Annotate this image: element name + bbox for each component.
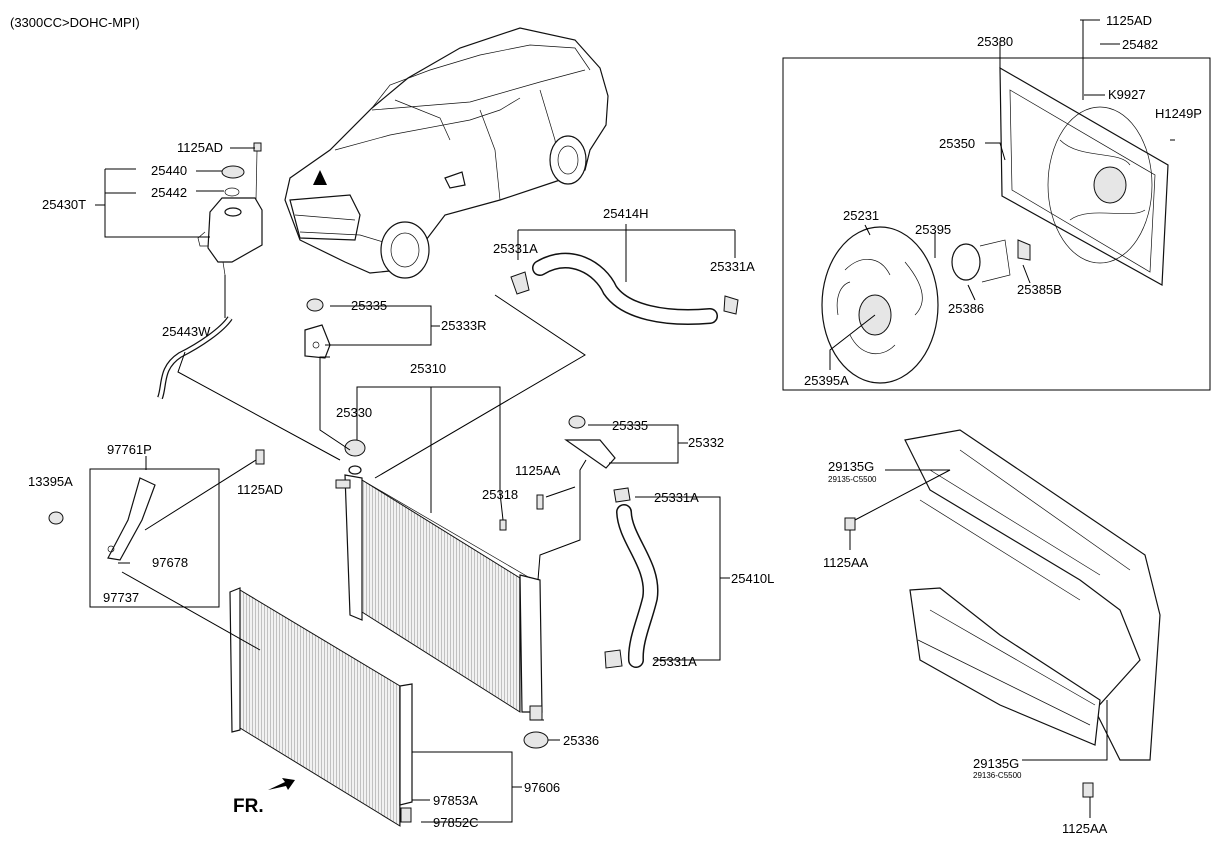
- part-label: 25331A: [652, 654, 697, 669]
- part-label: 25395: [915, 222, 951, 237]
- part-label: 25410L: [731, 571, 774, 586]
- part-label: 97761P: [107, 442, 152, 457]
- part-label: 1125AD: [237, 482, 283, 497]
- part-label: 29135G: [973, 756, 1019, 771]
- condenser: [229, 587, 413, 827]
- part-label: 25331A: [493, 241, 538, 256]
- part-label: 25414H: [603, 206, 649, 221]
- hose-clamp: [613, 487, 631, 503]
- part-label: 25386: [948, 301, 984, 316]
- part-label: 29135G: [828, 459, 874, 474]
- front-label: FR.: [233, 796, 264, 817]
- part-label: 25350: [939, 136, 975, 151]
- condenser-hose-bracket: [48, 449, 265, 561]
- part-label: 1125AD: [177, 140, 223, 155]
- hose-bracket-frame: [89, 468, 220, 608]
- part-sublabel: 29135-C5500: [828, 475, 877, 484]
- drain-plug-25336: [523, 731, 549, 749]
- part-label: 1125AA: [823, 555, 869, 570]
- bracket-25332: [499, 415, 616, 531]
- lower-radiator-hose: [604, 487, 659, 669]
- part-label: 13395A: [28, 474, 73, 489]
- part-label: 97853A: [433, 793, 478, 808]
- part-label: 25333R: [441, 318, 487, 333]
- part-label: 25482: [1122, 37, 1158, 52]
- fan-shroud-assembly: [999, 66, 1169, 286]
- part-label: 25332: [688, 435, 724, 450]
- part-label: 25331A: [710, 259, 755, 274]
- part-label: 25336: [563, 733, 599, 748]
- part-label: 25335: [351, 298, 387, 313]
- leader-lines: [95, 19, 1175, 823]
- hose-clamp: [604, 649, 623, 669]
- radiator-cap-25330: [344, 439, 366, 457]
- upper-radiator-hose: [510, 252, 739, 325]
- part-label: 25335: [612, 418, 648, 433]
- part-label: 25395A: [804, 373, 849, 388]
- part-label: 25380: [977, 34, 1013, 49]
- part-label: 25318: [482, 487, 518, 502]
- part-label: 25430T: [42, 197, 86, 212]
- part-label: 97606: [524, 780, 560, 795]
- part-label: 25331A: [654, 490, 699, 505]
- hose-clamp: [723, 295, 739, 315]
- part-label: 97678: [152, 555, 188, 570]
- part-labels: 1125AD 25440 25442 25430T 25443W 25335 2…: [28, 13, 1202, 836]
- part-label: 25440: [151, 163, 187, 178]
- vehicle-illustration: [284, 27, 609, 279]
- front-end-module-carrier: [844, 429, 1161, 798]
- condenser-drier-plug-97852C: [400, 807, 412, 823]
- part-label: K9927: [1108, 87, 1146, 102]
- front-direction-indicator: FR.: [233, 778, 295, 817]
- part-label: 1125AA: [515, 463, 561, 478]
- radiator: [335, 439, 549, 749]
- part-label: 1125AA: [1062, 821, 1108, 836]
- cooling-fan: [821, 226, 939, 384]
- reservoir-hose-25443W: [157, 316, 233, 400]
- part-label: 25443W: [162, 324, 211, 339]
- part-label: 25310: [410, 361, 446, 376]
- fan-assembly-frame: [782, 57, 1211, 391]
- hose-clamp: [510, 271, 530, 295]
- coolant-reservoir: [197, 142, 263, 276]
- reservoir-oring-25442: [224, 187, 240, 197]
- part-label: 25330: [336, 405, 372, 420]
- part-label: 97737: [103, 590, 139, 605]
- part-label: H1249P: [1155, 106, 1202, 121]
- part-label: 97852C: [433, 815, 479, 830]
- bracket-25333R: [304, 298, 331, 359]
- engine-variant-label: (3300CC>DOHC-MPI): [10, 15, 140, 30]
- part-sublabel: 29136-C5500: [973, 771, 1022, 780]
- part-label: 25231: [843, 208, 879, 223]
- part-label: 1125AD: [1106, 13, 1152, 28]
- part-label: 25385B: [1017, 282, 1062, 297]
- reservoir-cap-25440: [221, 165, 245, 179]
- front-arrow-icon: [268, 778, 295, 790]
- fan-motor: [951, 239, 1031, 283]
- part-label: 25442: [151, 185, 187, 200]
